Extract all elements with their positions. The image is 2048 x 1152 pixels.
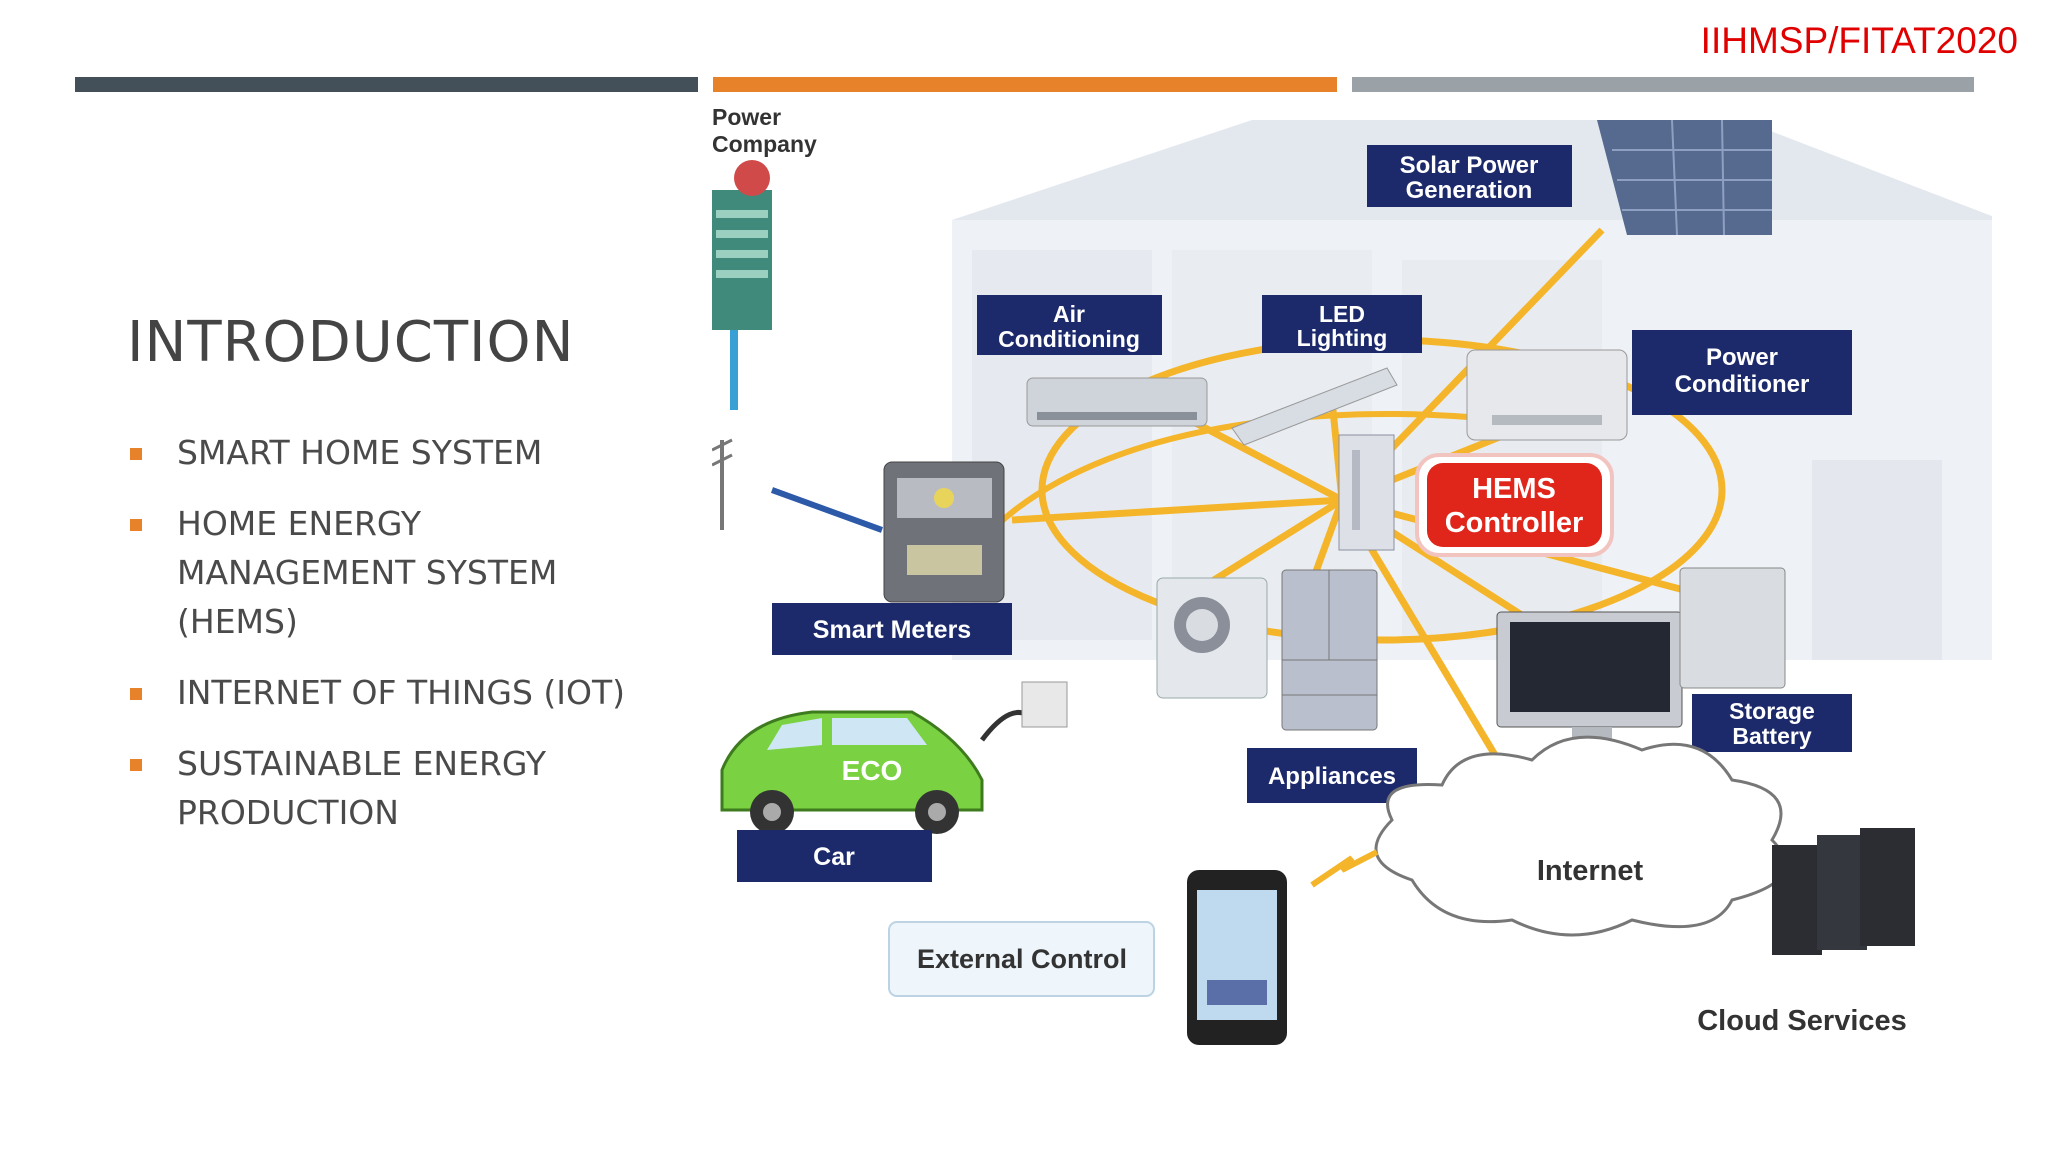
smart-meters-label: Smart Meters (813, 616, 971, 644)
bullet-text: SMART HOME SYSTEM (177, 433, 543, 472)
storage-battery-label: Storage (1729, 698, 1815, 724)
header-bar-gray (1352, 77, 1974, 92)
power-conditioner-label-box (1632, 330, 1852, 415)
bullet-item: HOME ENERGY MANAGEMENT SYSTEM (HEMS) (130, 499, 650, 646)
appliances-label: Appliances (1268, 763, 1396, 790)
storage-battery (1679, 567, 1786, 689)
hems-diagram-svg: Power Company Solar Power Generation Air… (712, 104, 1992, 1045)
bullet-text: SUSTAINABLE ENERGY PRODUCTION (177, 744, 546, 832)
solar-label: Solar Power (1400, 152, 1539, 179)
external-control-box (888, 921, 1155, 997)
bullet-marker (130, 519, 142, 531)
air-conditioner-unit (1026, 377, 1208, 427)
air-conditioning-label-box (977, 295, 1162, 355)
bullet-text: INTERNET OF THINGS (IOT) (177, 673, 625, 712)
conference-tag: IIHMSP/FITAT2020 (1700, 20, 2018, 61)
television (1496, 611, 1683, 747)
cloud-servers (1772, 828, 1915, 955)
air-conditioning-label: Air (1053, 301, 1085, 327)
bullet-marker (130, 759, 142, 771)
internet-cloud (1374, 735, 1787, 937)
bullet-item: INTERNET OF THINGS (IOT) (130, 668, 650, 717)
air-conditioning-label: Conditioning (998, 326, 1140, 352)
power-company-building (712, 160, 772, 410)
led-lighting-label: Lighting (1297, 325, 1388, 351)
storage-battery-label-box (1692, 694, 1852, 752)
power-conditioner-unit (1466, 349, 1628, 441)
power-company-label: Company (712, 131, 817, 157)
washing-machine (1156, 577, 1268, 699)
bullet-text: HOME ENERGY MANAGEMENT SYSTEM (HEMS) (177, 504, 558, 641)
eco-car (720, 681, 1068, 834)
hems-diagram: Power Company Solar Power Generation Air… (712, 100, 1992, 1060)
refrigerator (1281, 569, 1378, 731)
bullet-marker (130, 688, 142, 700)
header-bar-orange (713, 77, 1337, 92)
led-lighting-label: LED (1319, 301, 1365, 327)
solar-label-box (1367, 145, 1572, 207)
led-lighting-label-box (1262, 295, 1422, 353)
bullet-item: SUSTAINABLE ENERGY PRODUCTION (130, 739, 650, 837)
hems-label-box (1427, 463, 1602, 547)
led-light-bar (1231, 367, 1398, 446)
power-conditioner-label: Power (1706, 344, 1778, 371)
slide-title: INTRODUCTION (127, 310, 575, 375)
smart-meters-label-box (772, 603, 1012, 655)
eco-label: ECO (842, 755, 903, 786)
wireless-bolt (1310, 849, 1379, 888)
solar-panel (1597, 119, 1772, 236)
hems-controller-label: HEMS (1472, 473, 1556, 505)
power-company-label: Power (712, 104, 781, 130)
storage-battery-label: Battery (1732, 723, 1811, 749)
hems-controller-device (1338, 434, 1395, 551)
power-conditioner-label: Conditioner (1675, 371, 1810, 398)
bullet-list: SMART HOME SYSTEM HOME ENERGY MANAGEMENT… (130, 428, 650, 859)
external-control-label: External Control (917, 944, 1127, 974)
bullet-item: SMART HOME SYSTEM (130, 428, 650, 477)
solar-label: Generation (1406, 177, 1533, 204)
antenna-pole (712, 438, 884, 533)
internet-label: Internet (1537, 855, 1644, 887)
smartphone (1187, 870, 1287, 1045)
car-label-box (737, 830, 932, 882)
header-bar-dark (75, 77, 698, 92)
bullet-marker (130, 448, 142, 460)
cloud-services-label: Cloud Services (1697, 1005, 1907, 1037)
appliances-label-box (1247, 748, 1417, 803)
hems-controller-label: Controller (1445, 507, 1584, 539)
smart-meter-device (883, 461, 1005, 603)
car-label: Car (813, 843, 855, 871)
